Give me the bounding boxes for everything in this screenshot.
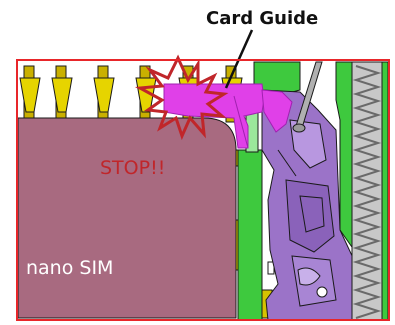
- stop-warning-label: STOP!!: [100, 157, 166, 179]
- diagram-frame: [16, 59, 390, 321]
- latch-mechanism: [261, 89, 357, 321]
- nano-sim-label: nano SIM: [26, 257, 114, 279]
- collision-burst-icon: [134, 54, 229, 141]
- ejector-rod: [292, 61, 323, 133]
- spring-coil: [351, 61, 383, 321]
- card-guide-callout-label: Card Guide: [206, 8, 319, 29]
- nano-sim-card: [17, 117, 237, 319]
